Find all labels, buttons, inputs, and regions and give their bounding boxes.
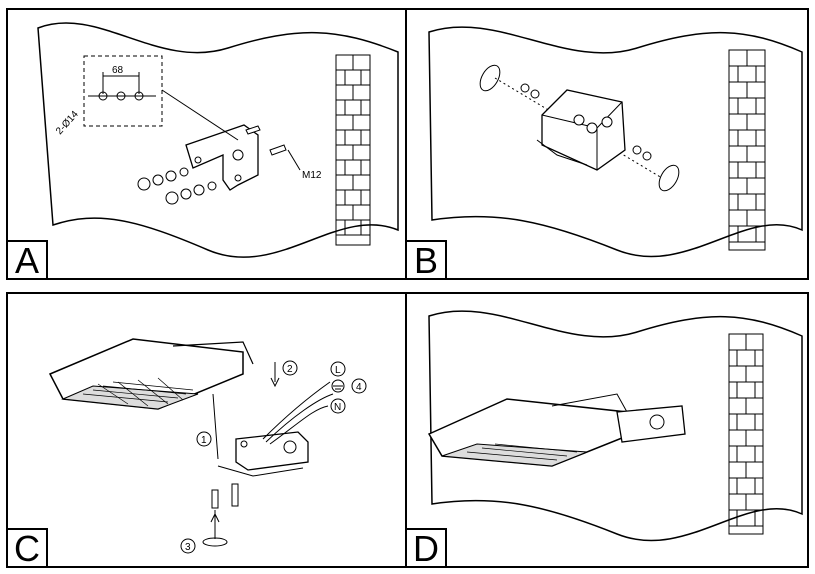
panel-c-label: C: [8, 528, 48, 566]
bolt-size-label: M12: [302, 170, 322, 181]
panel-c-drawing: 2 1 L N 4: [48, 338, 367, 554]
step-3-label: 3: [185, 542, 191, 553]
panel-d: D: [405, 292, 809, 568]
panel-d-label: D: [407, 528, 447, 566]
step-4-label: 4: [356, 382, 362, 393]
brick-wall: [335, 54, 371, 246]
panel-a-drawing: 68 2-Ø14 M12: [37, 22, 399, 258]
panel-c: 2 1 L N 4: [6, 292, 407, 568]
wire-l-label: L: [335, 365, 341, 376]
panel-b-drawing: [428, 26, 803, 258]
panel-b: B: [405, 8, 809, 280]
dimension-label: 68: [112, 65, 124, 76]
wire-n-label: N: [334, 402, 341, 413]
panel-a: 68 2-Ø14 M12 A: [6, 8, 407, 280]
washers-and-nuts: [137, 167, 217, 205]
step-1-label: 1: [201, 435, 207, 446]
brick-wall: [728, 49, 766, 251]
panel-b-label: B: [407, 240, 447, 278]
hole-label: 2-Ø14: [54, 109, 81, 137]
panel-d-drawing: [427, 310, 803, 542]
ground-icon: [331, 379, 345, 393]
panel-a-label: A: [8, 240, 48, 278]
brick-wall: [728, 333, 764, 535]
step-2-label: 2: [287, 364, 293, 375]
